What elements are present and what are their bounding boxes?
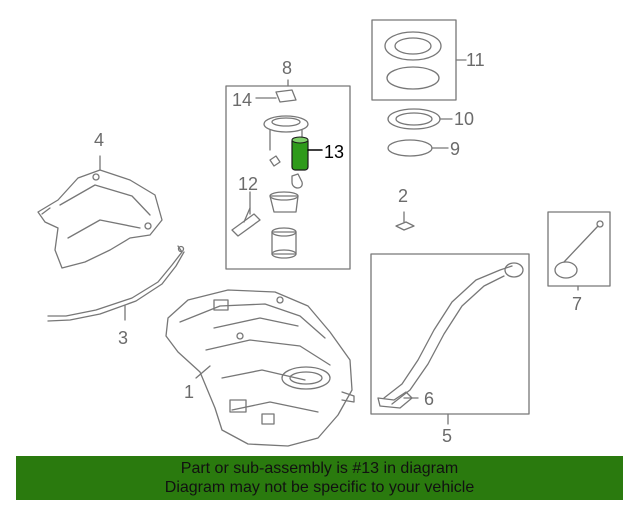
callout-2: 2 (398, 186, 408, 206)
lock-ring-drawing (387, 108, 441, 130)
callout-9: 9 (450, 139, 460, 159)
banner-line-2: Diagram may not be specific to your vehi… (164, 479, 475, 496)
clip-part-2-drawing (395, 221, 415, 231)
callout-6: 6 (424, 389, 434, 409)
callout-3: 3 (118, 328, 128, 348)
o-ring-drawing (387, 139, 433, 157)
callout-4: 4 (94, 130, 104, 150)
filler-neck-box (370, 253, 530, 415)
callout-5: 5 (442, 426, 452, 446)
highlighted-part-13 (291, 136, 309, 171)
callout-12: 12 (238, 174, 258, 194)
callout-13: 13 (324, 142, 344, 162)
callout-1: 1 (184, 382, 194, 402)
gasket-box-11 (371, 19, 457, 101)
banner-line-1: Part or sub-assembly is #13 in diagram (180, 460, 459, 477)
fuel-cap-box (547, 211, 611, 287)
callout-8: 8 (282, 58, 292, 78)
callout-10: 10 (454, 109, 474, 129)
callout-7: 7 (572, 294, 582, 314)
callout-14: 14 (232, 90, 252, 110)
callout-11: 11 (466, 50, 485, 70)
tank-strap-drawing (47, 245, 185, 322)
leader-lines (99, 59, 579, 425)
heat-shield-drawing (37, 169, 163, 269)
pump-module-box (225, 79, 351, 270)
fuel-tank-drawing (165, 289, 355, 447)
info-banner: Part or sub-assembly is #13 in diagram D… (16, 456, 623, 500)
